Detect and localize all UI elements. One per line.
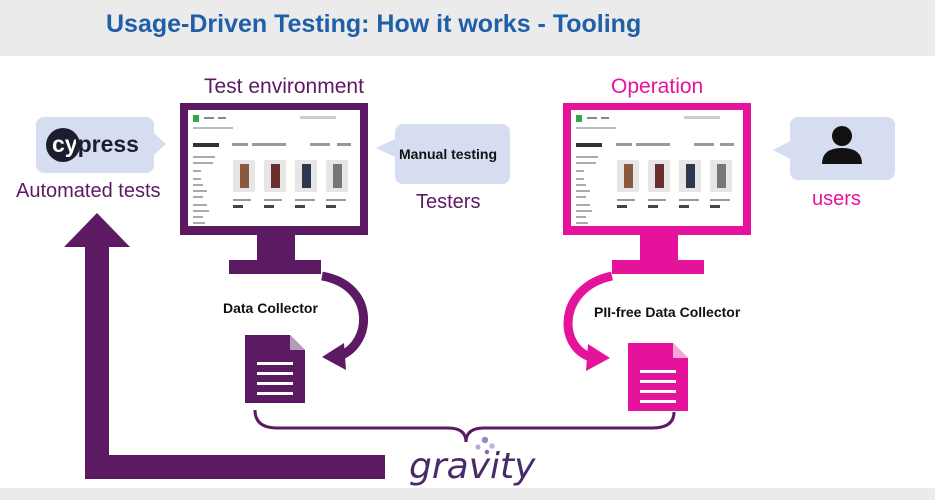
right-curved-arrow-icon xyxy=(563,271,614,371)
pii-free-collector-label: PII-free Data Collector xyxy=(594,304,741,320)
bottom-bar xyxy=(0,488,935,500)
cypress-logo-badge xyxy=(46,128,80,162)
title-bar: Usage-Driven Testing: How it works - Too… xyxy=(0,0,935,56)
users-label: users xyxy=(812,188,861,210)
shop-screen-mock xyxy=(193,115,351,224)
cypress-logo-label: cypress xyxy=(52,131,139,157)
manual-testing-label: Manual testing xyxy=(399,146,498,162)
testers-label: Testers xyxy=(416,191,481,213)
left-document-icon xyxy=(245,335,305,403)
gravity-logo: gravity xyxy=(409,446,536,487)
slide-title: Usage-Driven Testing: How it works - Too… xyxy=(106,10,642,38)
left-curved-arrow-icon xyxy=(320,271,369,370)
up-arrow-icon xyxy=(64,213,385,479)
right-document-icon xyxy=(628,343,688,411)
shop-screen-mock xyxy=(576,115,734,224)
operation-heading: Operation xyxy=(611,75,704,98)
test-environment-heading: Test environment xyxy=(204,75,364,98)
gravity-dots-icon xyxy=(475,436,495,455)
automated-tests-label: Automated tests xyxy=(16,180,161,202)
operation-monitor-icon xyxy=(563,103,751,274)
test-monitor-icon xyxy=(180,103,368,274)
brace-icon xyxy=(253,409,676,443)
manual-testing-bubble xyxy=(395,124,510,184)
cypress-logo: cypress xyxy=(46,126,146,164)
cypress-logo-text: cypress xyxy=(52,131,139,158)
data-collector-label: Data Collector xyxy=(223,300,318,316)
